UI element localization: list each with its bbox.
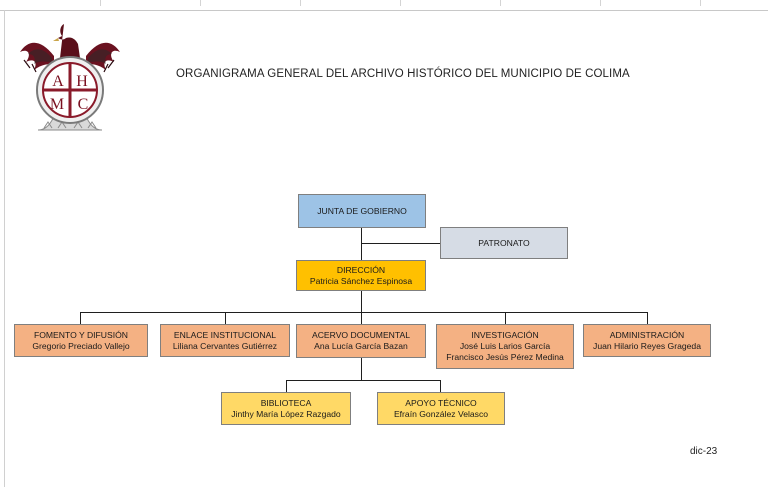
- connector-unit-administracion: [647, 312, 648, 324]
- connector-patronato: [361, 243, 440, 244]
- org-node-junta-de-gobierno: JUNTA DE GOBIERNO: [298, 194, 426, 228]
- connector-unit-acervo: [361, 312, 362, 324]
- org-node-label: JUNTA DE GOBIERNO: [317, 205, 407, 216]
- org-node-biblioteca: BIBLIOTECA Jinthy María López Razgado: [221, 392, 351, 425]
- org-node-person: Gregorio Preciado Vallejo: [32, 340, 130, 351]
- emblem-letter-c: C: [78, 96, 89, 113]
- org-node-label: APOYO TÉCNICO: [405, 397, 477, 408]
- org-node-fomento-y-difusion: FOMENTO Y DIFUSIÓN Gregorio Preciado Val…: [14, 324, 148, 357]
- org-node-person: Jinthy María López Razgado: [231, 408, 341, 419]
- emblem-letter-h: H: [76, 73, 88, 90]
- org-node-label: FOMENTO Y DIFUSIÓN: [33, 329, 129, 340]
- emblem-letter-a: A: [52, 73, 64, 90]
- sheet-left-border: [4, 10, 5, 487]
- org-node-person-secondary: Francisco Jesús Pérez Medina: [446, 352, 564, 362]
- org-node-person: Patricia Sánchez Espinosa: [309, 275, 413, 286]
- connector-junta-to-direccion: [361, 228, 362, 260]
- page-title: ORGANIGRAMA GENERAL DEL ARCHIVO HISTÓRIC…: [176, 68, 630, 80]
- connector-direccion-down: [361, 291, 362, 313]
- org-node-acervo-documental: ACERVO DOCUMENTAL Ana Lucía García Bazan: [296, 324, 426, 358]
- org-node-patronato: PATRONATO: [440, 227, 568, 259]
- org-node-enlace-institucional: ENLACE INSTITUCIONAL Liliana Cervantes G…: [160, 324, 290, 357]
- org-node-person: Liliana Cervantes Gutiérrez: [172, 340, 278, 351]
- org-node-label: PATRONATO: [478, 237, 530, 248]
- org-node-apoyo-tecnico: APOYO TÉCNICO Efraín González Velasco: [377, 392, 505, 425]
- top-ruler: [0, 0, 768, 11]
- connector-subunit-biblioteca: [286, 380, 287, 392]
- emblem-letter-m: M: [50, 96, 64, 113]
- connector-unit-investigacion: [505, 312, 506, 324]
- connector-subunit-apoyo: [440, 380, 441, 392]
- org-node-person: Ana Lucía García Bazan: [314, 341, 408, 351]
- org-node-label: ACERVO DOCUMENTAL: [311, 330, 411, 340]
- connector-acervo-down: [361, 358, 362, 381]
- org-node-person: Efraín González Velasco: [393, 408, 489, 419]
- org-node-label: INVESTIGACIÓN: [471, 330, 539, 340]
- connector-subunits-horizontal: [286, 380, 441, 381]
- org-node-direccion: DIRECCIÓN Patricia Sánchez Espinosa: [296, 260, 426, 291]
- document-date: dic-23: [690, 446, 718, 457]
- org-node-person: Juan Hilario Reyes Grageda: [593, 340, 701, 351]
- ahmc-emblem-logo: A H M C: [20, 24, 120, 131]
- org-node-label: BIBLIOTECA: [260, 397, 312, 408]
- connector-unit-enlace: [225, 312, 226, 324]
- org-node-label: ENLACE INSTITUCIONAL: [173, 329, 277, 340]
- org-node-label: ADMINISTRACIÓN: [609, 329, 685, 340]
- org-node-person: José Luis Larios García: [459, 341, 551, 351]
- connector-unit-fomento: [80, 312, 81, 324]
- org-node-label: DIRECCIÓN: [336, 264, 386, 275]
- org-node-investigacion: INVESTIGACIÓN José Luis Larios García Fr…: [436, 324, 574, 369]
- connector-units-horizontal: [80, 312, 648, 313]
- org-node-administracion: ADMINISTRACIÓN Juan Hilario Reyes Graged…: [583, 324, 711, 357]
